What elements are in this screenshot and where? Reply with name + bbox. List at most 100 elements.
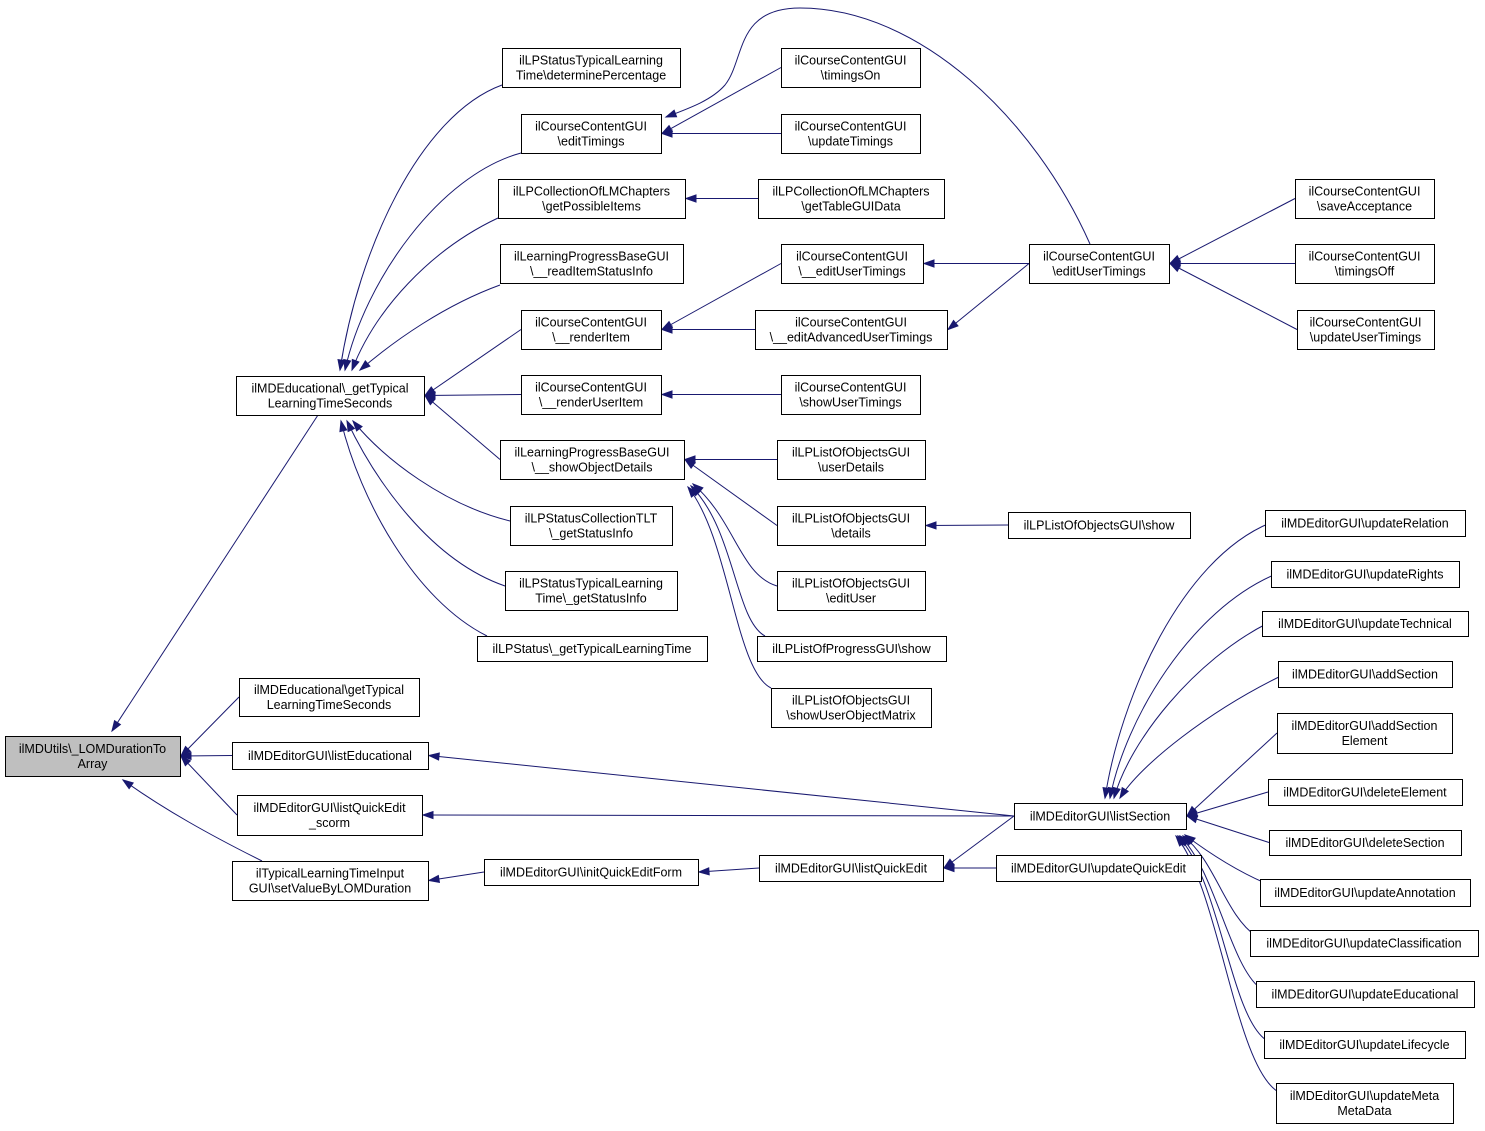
edge-ccEUT-to-ccEUT2 (922, 259, 1029, 268)
node-label-line: Time\determinePercentage (516, 69, 666, 83)
node-lpcGet[interactable]: ilLPCollectionOfLMChapters\getPossibleIt… (498, 179, 686, 219)
node-label-line: LearningTimeSeconds (268, 397, 393, 411)
node-label-line: ilCourseContentGUI (535, 381, 647, 395)
node-label-line: ilCourseContentGUI (795, 316, 907, 330)
node-lpcTable[interactable]: ilLPCollectionOfLMChapters\getTableGUIDa… (758, 179, 945, 219)
node-lpsGetTLT[interactable]: ilLPStatus\_getTypicalLearningTime (477, 636, 708, 662)
node-lpsDet[interactable]: ilLPStatusTypicalLearningTime\determineP… (502, 48, 681, 88)
node-updTech[interactable]: ilMDEditorGUI\updateTechnical (1262, 611, 1469, 637)
node-box (781, 48, 921, 88)
node-listEdu[interactable]: ilMDEditorGUI\listEducational (232, 742, 429, 770)
node-ccSave[interactable]: ilCourseContentGUI\saveAcceptance (1295, 179, 1435, 219)
node-initQE[interactable]: ilMDEditorGUI\initQuickEditForm (484, 859, 699, 886)
node-lpbShow[interactable]: ilLearningProgressBaseGUI\__showObjectDe… (500, 440, 685, 480)
node-lploDet[interactable]: ilLPListOfObjectsGUI\details (777, 506, 926, 546)
node-label-line: \getPossibleItems (542, 200, 641, 214)
node-box (1029, 244, 1170, 284)
node-lploUser[interactable]: ilLPListOfObjectsGUI\userDetails (777, 440, 926, 480)
node-label-line: \_getStatusInfo (549, 527, 633, 541)
node-label-line: Time\_getStatusInfo (535, 592, 646, 606)
node-listQE[interactable]: ilMDEditorGUI\listQuickEdit (759, 855, 944, 882)
node-label-line: ilMDEditorGUI\updateAnnotation (1274, 886, 1455, 900)
node-delSec[interactable]: ilMDEditorGUI\deleteSection (1269, 830, 1462, 856)
node-box (1295, 244, 1435, 284)
node-listQES[interactable]: ilMDEditorGUI\listQuickEdit_scorm (237, 795, 423, 836)
edge-ccRenderU-to-ed_get (423, 391, 522, 400)
node-updRights[interactable]: ilMDEditorGUI\updateRights (1271, 561, 1460, 588)
node-delEl[interactable]: ilMDEditorGUI\deleteElement (1268, 779, 1463, 806)
edge-delEl-to-listSec (1185, 791, 1269, 818)
node-ccEditT[interactable]: ilCourseContentGUI\editTimings (521, 114, 662, 154)
node-label-line: GUI\setValueByLOMDuration (249, 882, 411, 896)
node-ccUpdUT[interactable]: ilCourseContentGUI\updateUserTimings (1297, 310, 1435, 350)
node-tlt[interactable]: ilTypicalLearningTimeInputGUI\setValueBy… (232, 861, 429, 901)
node-ccRenderU[interactable]: ilCourseContentGUI\__renderUserItem (521, 375, 662, 415)
node-label-line: ilLPCollectionOfLMChapters (513, 185, 670, 199)
node-lpsTyp[interactable]: ilLPStatusTypicalLearningTime\_getStatus… (505, 571, 678, 611)
node-box (505, 571, 678, 611)
node-lpsColl[interactable]: ilLPStatusCollectionTLT\_getStatusInfo (510, 506, 673, 546)
node-label-line: \details (831, 527, 871, 541)
node-lpbRead[interactable]: ilLearningProgressBaseGUI\__readItemStat… (500, 244, 684, 284)
node-label-line: Element (1342, 734, 1388, 748)
node-updLife[interactable]: ilMDEditorGUI\updateLifecycle (1264, 1031, 1466, 1059)
edge-ed_get2-to-root (179, 696, 240, 758)
node-lppShow[interactable]: ilLPListOfProgressGUI\show (757, 636, 947, 662)
node-lploEdit[interactable]: ilLPListOfObjectsGUI\editUser (777, 571, 926, 611)
node-ccRender[interactable]: ilCourseContentGUI\__renderItem (521, 310, 662, 350)
node-ccUpdT[interactable]: ilCourseContentGUI\updateTimings (781, 114, 921, 154)
node-box (521, 375, 662, 415)
node-ed_get[interactable]: ilMDEducational\_getTypicalLearningTimeS… (236, 376, 425, 416)
node-box (1276, 1083, 1454, 1124)
node-box (500, 244, 684, 284)
node-updEdu[interactable]: ilMDEditorGUI\updateEducational (1256, 981, 1475, 1008)
node-updRel[interactable]: ilMDEditorGUI\updateRelation (1265, 510, 1466, 537)
node-label-line: ilCourseContentGUI (535, 316, 647, 330)
node-label-line: ilMDEditorGUI\updateLifecycle (1279, 1038, 1449, 1052)
node-label-line: ilMDEditorGUI\updateTechnical (1278, 617, 1452, 631)
node-box (771, 688, 932, 728)
edge-ed_get-to-root (111, 414, 319, 733)
node-label-line: \__showObjectDetails (532, 461, 653, 475)
node-ccTOn[interactable]: ilCourseContentGUI\timingsOn (781, 48, 921, 88)
node-lploMatrix[interactable]: ilLPListOfObjectsGUI\showUserObjectMatri… (771, 688, 932, 728)
node-box (1250, 930, 1479, 957)
node-updClass[interactable]: ilMDEditorGUI\updateClassification (1250, 930, 1479, 957)
node-ccTOff[interactable]: ilCourseContentGUI\timingsOff (1295, 244, 1435, 284)
node-ccShowUT[interactable]: ilCourseContentGUI\showUserTimings (781, 375, 921, 415)
node-box (232, 742, 429, 770)
node-label-line: ilCourseContentGUI (795, 54, 907, 68)
node-label-line: \__editUserTimings (798, 265, 905, 279)
node-label-line: \editUserTimings (1052, 265, 1145, 279)
edge-lploUser-to-lpbShow (683, 455, 777, 464)
node-label-line: ilMDEducational\_getTypical (251, 382, 408, 396)
node-ccEUT2[interactable]: ilCourseContentGUI\__editUserTimings (781, 244, 924, 284)
node-ed_get2[interactable]: ilMDEducational\getTypicalLearningTimeSe… (239, 678, 420, 717)
node-listSec[interactable]: ilMDEditorGUI\listSection (1014, 803, 1187, 830)
node-addSec[interactable]: ilMDEditorGUI\addSection (1278, 661, 1453, 688)
node-ccEUT[interactable]: ilCourseContentGUI\editUserTimings (1029, 244, 1170, 284)
node-label-line: \__editAdvancedUserTimings (770, 331, 933, 345)
edge-lploDet-to-lpbShow (683, 458, 778, 526)
node-label-line: ilCourseContentGUI (1043, 250, 1155, 264)
edge-lpsTyp-to-ed_get (346, 419, 506, 587)
node-ccEAdv[interactable]: ilCourseContentGUI\__editAdvancedUserTim… (755, 310, 948, 350)
edge-delSec-to-listSec (1185, 815, 1270, 843)
edge-listSec-to-listQES (421, 810, 1015, 820)
node-box (1264, 1031, 1466, 1059)
node-label-line: \showUserObjectMatrix (786, 709, 916, 723)
edge-ccEUT-to-ccEAdv (946, 263, 1030, 331)
node-label-line: ilCourseContentGUI (796, 250, 908, 264)
node-box (239, 678, 420, 717)
node-box (1268, 779, 1463, 806)
node-label-line: ilMDEditorGUI\updateQuickEdit (1011, 862, 1187, 876)
node-label-line: ilMDEducational\getTypical (254, 683, 404, 697)
node-box (236, 376, 425, 416)
node-updAnn[interactable]: ilMDEditorGUI\updateAnnotation (1260, 879, 1471, 907)
node-lploShow[interactable]: ilLPListOfObjectsGUI\show (1008, 512, 1191, 539)
node-updQE[interactable]: ilMDEditorGUI\updateQuickEdit (996, 855, 1202, 882)
